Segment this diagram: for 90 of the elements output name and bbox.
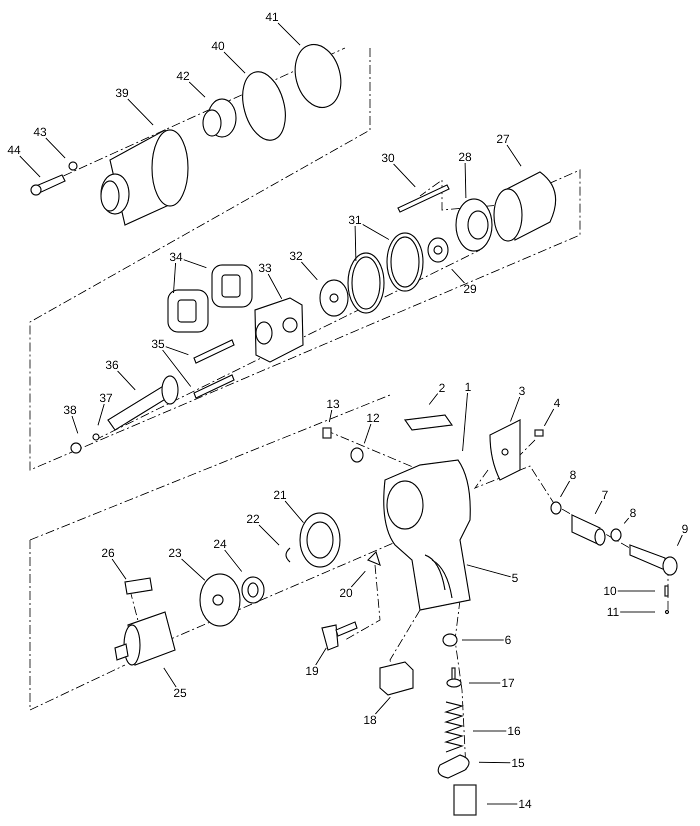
callout-number: 3 (518, 384, 526, 398)
leader-line (350, 570, 366, 588)
leader-line (364, 424, 372, 444)
leader-line (19, 156, 41, 178)
callout-number: 44 (6, 143, 22, 157)
leader-line (510, 396, 520, 422)
callout-number: 30 (380, 151, 396, 165)
callout-number: 25 (172, 686, 188, 700)
leader-line (451, 268, 465, 284)
callout-number: 35 (150, 337, 166, 351)
callout-number: 8 (628, 506, 638, 520)
callout-number: 15 (510, 756, 526, 770)
leader-line (506, 144, 522, 167)
callout-number: 41 (264, 10, 280, 24)
callout-number: 10 (602, 584, 618, 598)
leader-line (560, 480, 570, 498)
callout-number: 21 (272, 488, 288, 502)
callout-number: 12 (365, 411, 381, 425)
leader-line (468, 682, 501, 684)
leader-line (594, 500, 602, 514)
leader-line (258, 524, 280, 546)
leader-line (472, 730, 507, 732)
leader-line (300, 262, 318, 280)
leader-line (183, 259, 207, 268)
leader-line (163, 667, 177, 688)
callout-number: 17 (500, 676, 516, 690)
callout-number: 8 (568, 468, 578, 482)
callout-number: 39 (114, 86, 130, 100)
callout-number: 4 (552, 396, 562, 410)
callout-number: 29 (462, 282, 478, 296)
callout-number: 9 (680, 522, 690, 536)
callout-number: 19 (304, 664, 320, 678)
callout-number: 28 (457, 150, 473, 164)
callout-number: 2 (438, 381, 446, 395)
callout-number: 32 (288, 249, 304, 263)
leader-line (464, 162, 466, 198)
callout-number: 42 (175, 69, 191, 83)
leader-line (462, 392, 468, 452)
callout-number: 13 (325, 397, 341, 411)
leader-line (224, 550, 242, 572)
leader-line (181, 558, 206, 581)
leader-line (624, 518, 630, 524)
leader-line (393, 164, 416, 188)
leader-line (362, 224, 390, 240)
leader-line (617, 590, 656, 592)
callout-number: 43 (32, 125, 48, 139)
leader-line (676, 534, 683, 546)
callout-number: 33 (257, 261, 273, 275)
leader-line (354, 226, 356, 262)
callout-number: 40 (210, 39, 226, 53)
callout-number: 22 (245, 512, 261, 526)
callout-number: 18 (362, 713, 378, 727)
leader-line (112, 558, 126, 580)
leader-line (165, 346, 189, 356)
callout-number: 5 (510, 571, 520, 585)
leader-line (98, 404, 105, 426)
leader-line (284, 500, 304, 524)
callout-number: 11 (606, 605, 620, 619)
callout-number: 16 (506, 724, 522, 738)
callout-number: 27 (495, 132, 511, 146)
leader-line (328, 410, 332, 422)
leader-line (374, 696, 391, 714)
callout-number: 6 (504, 633, 512, 647)
callout-number: 38 (62, 403, 78, 417)
leader-line (127, 98, 154, 126)
callout-number: 14 (517, 797, 533, 811)
callout-number: 37 (98, 391, 114, 405)
leader-line (173, 262, 176, 294)
leader-line (478, 762, 511, 764)
leader-line (278, 22, 301, 46)
callout-number: 34 (168, 250, 184, 264)
leader-line (544, 408, 554, 426)
leader-line (117, 370, 136, 390)
callout-number: 36 (104, 358, 120, 372)
callout-number: 23 (167, 546, 183, 560)
callout-number: 20 (338, 586, 354, 600)
leader-line (428, 393, 438, 405)
leader-line (224, 52, 246, 74)
callout-number: 7 (600, 488, 610, 502)
leader-line (72, 416, 78, 434)
leader-line (45, 138, 66, 158)
callout-number: 26 (100, 546, 116, 560)
leader-line (188, 82, 206, 98)
callout-number: 31 (347, 213, 363, 227)
leader-line (315, 647, 327, 666)
leader-line (162, 350, 192, 387)
callout-number: 1 (464, 380, 472, 394)
callout-number: 24 (212, 537, 228, 551)
leader-line (268, 274, 282, 300)
leader-line (466, 564, 512, 578)
